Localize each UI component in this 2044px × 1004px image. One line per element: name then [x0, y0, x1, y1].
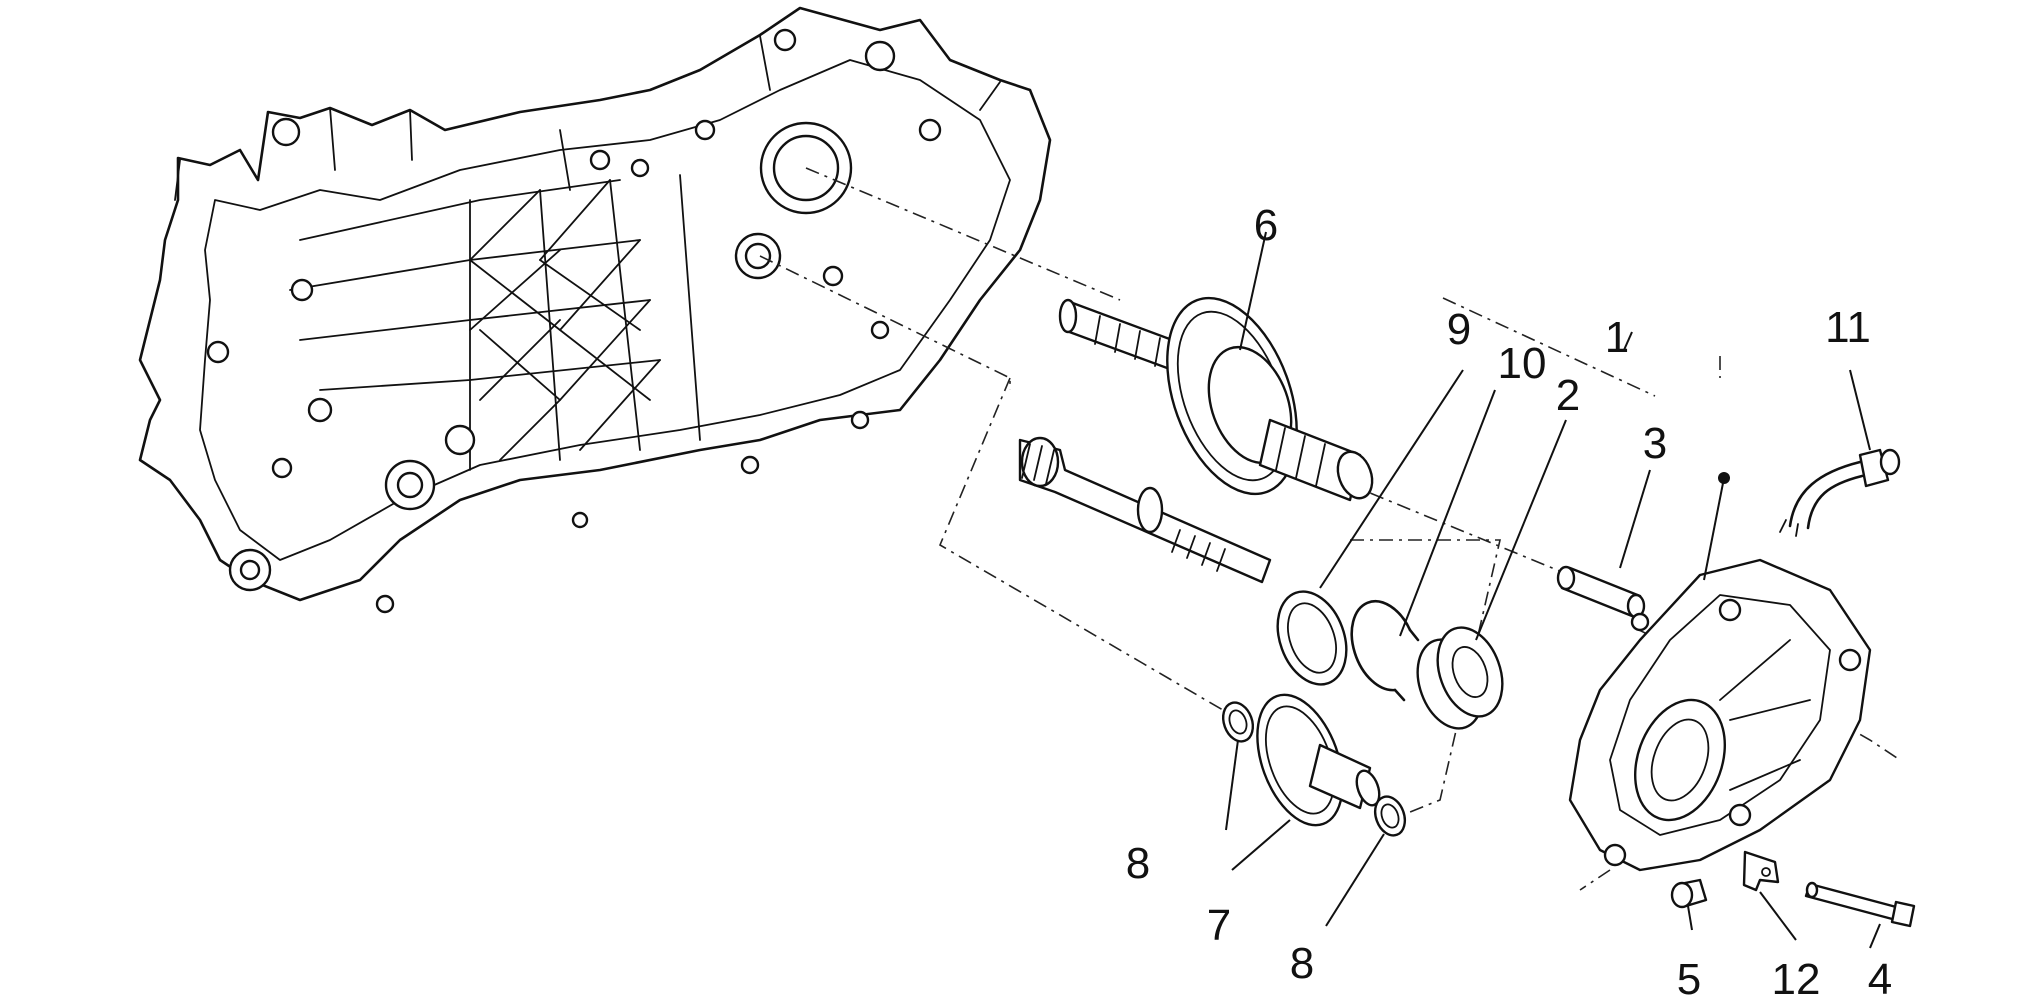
output-shaft [1018, 436, 1272, 584]
callout-10: 10 [1498, 339, 1547, 388]
main-shaft-gear [1058, 296, 1374, 502]
callout-4: 4 [1868, 955, 1892, 1004]
part-1-bracket [1442, 297, 1730, 581]
part-2-bearing [1416, 626, 1504, 730]
callout-3: 3 [1643, 419, 1667, 468]
part-8-washer-right [1373, 795, 1407, 837]
part-11-hose [1779, 448, 1901, 537]
callout-8-right: 8 [1290, 939, 1314, 988]
callout-1: 1 [1605, 313, 1629, 362]
callout-12: 12 [1772, 955, 1821, 1004]
part-10-circlip [1350, 599, 1420, 702]
callout-labels: 6 9 10 1 2 3 11 8 7 8 5 12 4 [1126, 201, 1892, 1004]
callout-5: 5 [1677, 955, 1701, 1004]
crankcase-housing [138, 6, 1052, 614]
callout-6: 6 [1254, 201, 1278, 250]
callout-7: 7 [1207, 901, 1231, 950]
part-3-dowel [1556, 565, 1646, 619]
callout-11: 11 [1825, 303, 1871, 352]
part-12-clip [1742, 850, 1780, 892]
part-7-intermediate-gear [1256, 693, 1381, 827]
part-9-ring [1276, 590, 1348, 686]
part-4-bolt [1804, 881, 1916, 928]
callout-2: 2 [1556, 371, 1580, 420]
callout-8-left: 8 [1126, 839, 1150, 888]
callout-9: 9 [1447, 305, 1471, 354]
leader-lines [1225, 231, 1881, 949]
part-1-cover [1568, 558, 1872, 872]
part-8-washer-left [1221, 701, 1255, 743]
part-5-bushing [1670, 878, 1708, 909]
